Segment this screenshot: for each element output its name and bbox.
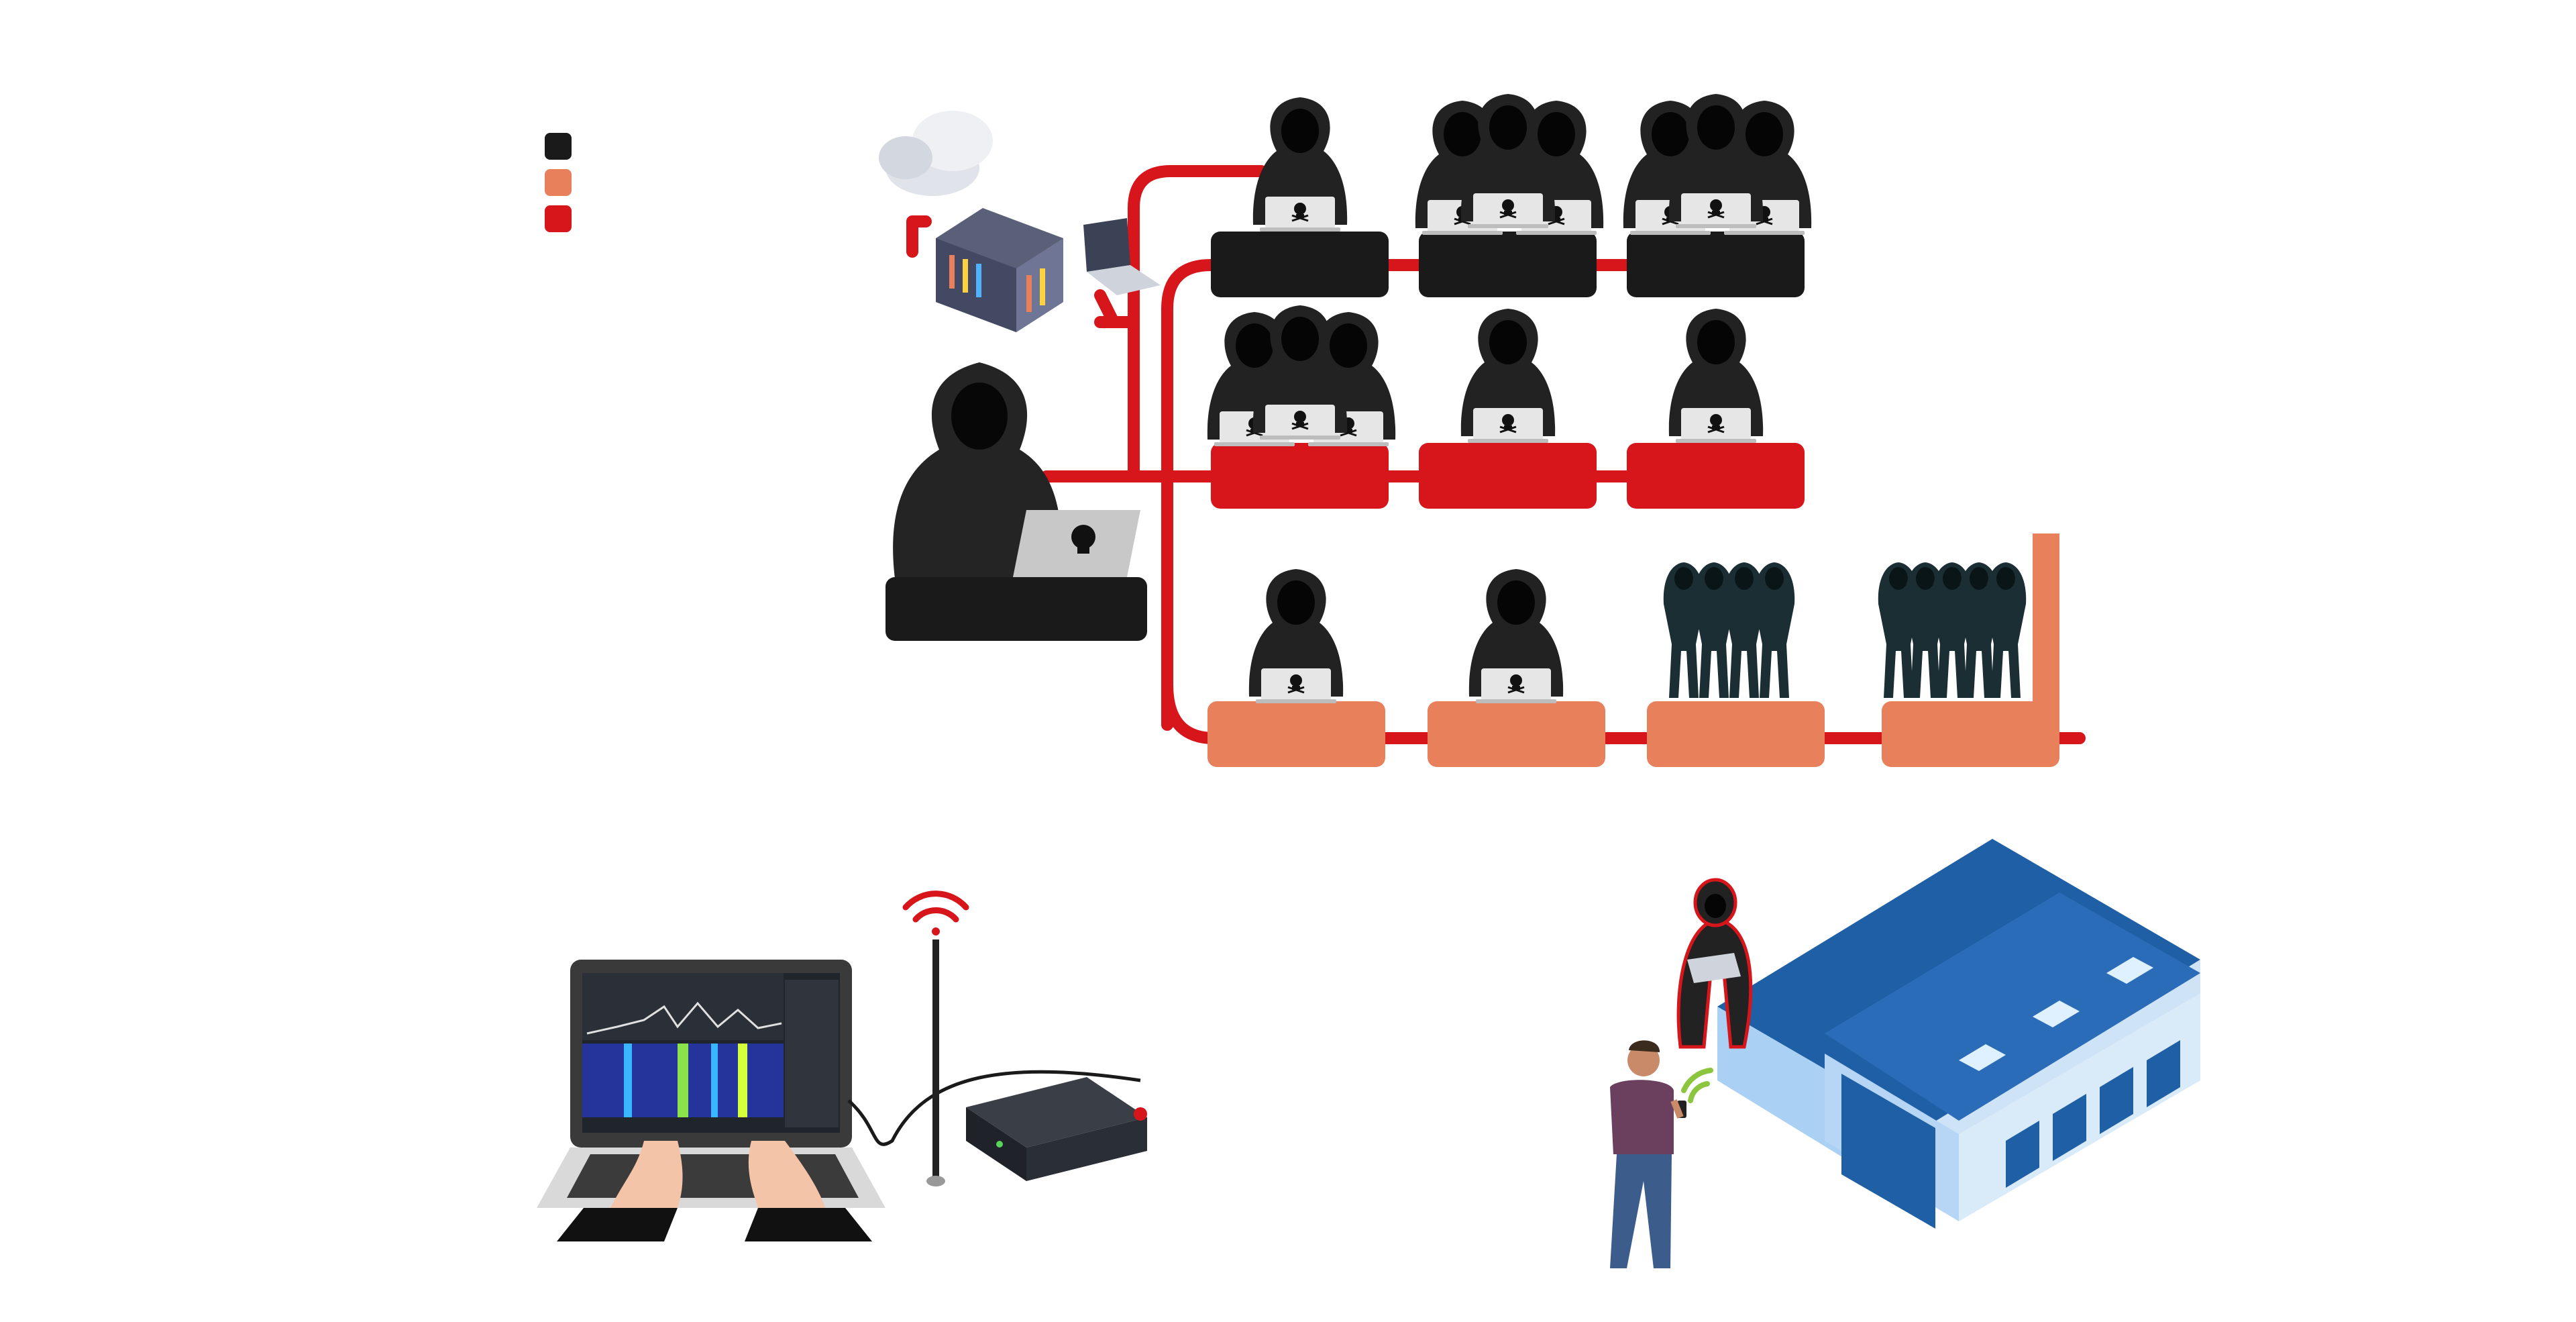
wifi-icon bbox=[902, 891, 969, 935]
rooftop-hacker-icon bbox=[1676, 878, 1753, 1049]
cloud-icon bbox=[879, 111, 993, 196]
hacker-group-red-2 bbox=[1460, 307, 1556, 444]
spectrum-analyzer-laptop bbox=[537, 960, 885, 1241]
usb-cable bbox=[847, 1070, 1141, 1146]
hacker-group-red-1 bbox=[1206, 304, 1397, 448]
laptop-icon bbox=[1083, 218, 1161, 295]
hacker-icon bbox=[885, 362, 1147, 641]
legend-swatch-black bbox=[545, 133, 572, 160]
crowd-group-2 bbox=[1878, 562, 2027, 698]
hacker-group-red-3 bbox=[1668, 307, 1764, 444]
wifi-icon-green bbox=[1681, 1068, 1713, 1103]
tier-orange bbox=[1208, 533, 2059, 767]
hacker-group-orange-2 bbox=[1468, 568, 1564, 705]
server-rack-icon bbox=[936, 208, 1063, 332]
legend-swatch-red bbox=[545, 205, 572, 232]
hacker-group-black-3 bbox=[1622, 93, 1813, 236]
tier-black bbox=[1211, 232, 1805, 297]
person-icon bbox=[1610, 1040, 1686, 1268]
tier-red bbox=[1211, 443, 1805, 509]
hacker-group-black-2 bbox=[1414, 93, 1605, 236]
hacker-group-black-1 bbox=[1252, 96, 1348, 233]
sdr-device-icon bbox=[966, 1077, 1147, 1181]
hacker-group-orange-1 bbox=[1248, 568, 1344, 705]
antenna-icon bbox=[926, 939, 945, 1186]
legend bbox=[545, 133, 572, 232]
crowd-group-1 bbox=[1663, 562, 1795, 698]
warehouse-icon bbox=[1717, 839, 2200, 1229]
legend-swatch-orange bbox=[545, 169, 572, 196]
